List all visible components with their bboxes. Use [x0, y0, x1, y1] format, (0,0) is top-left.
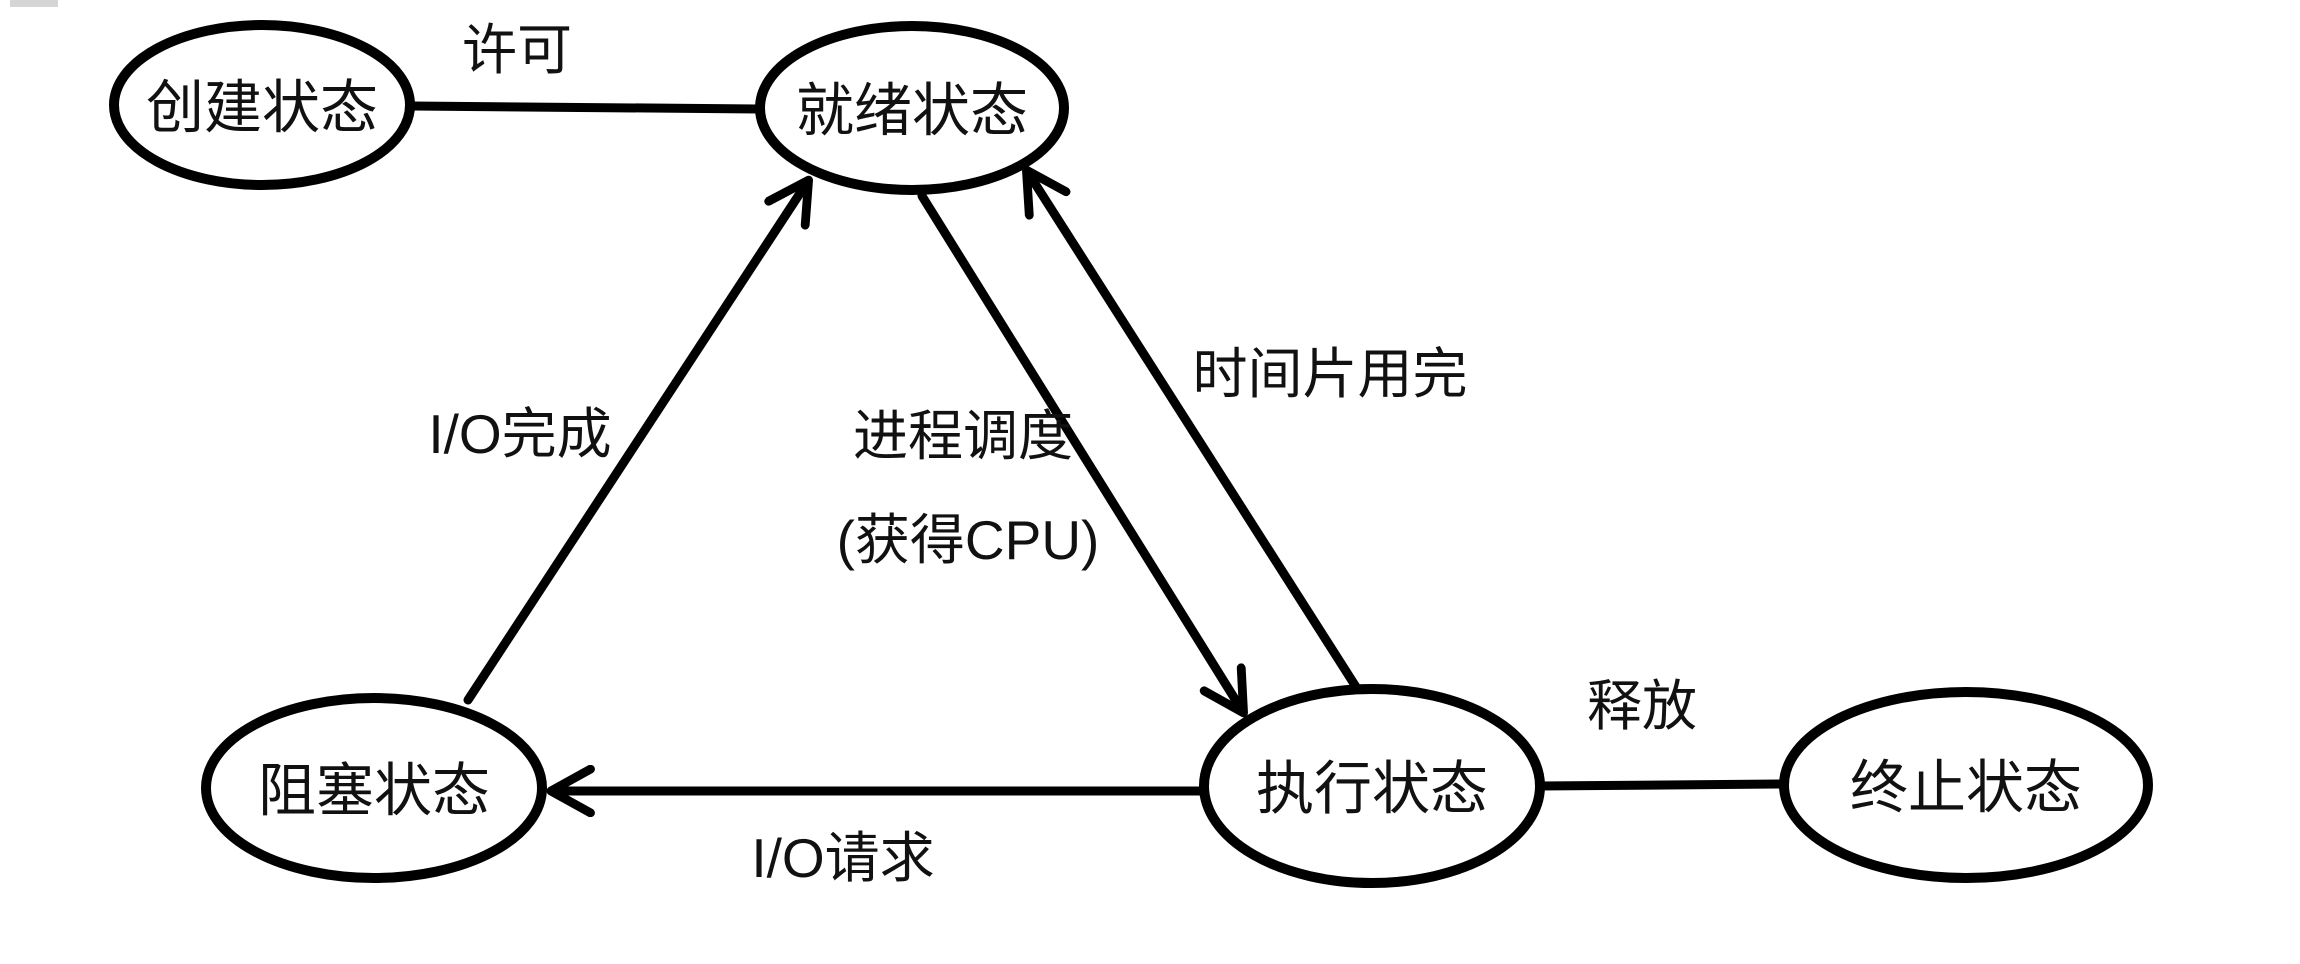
running-state-ellipse	[1199, 684, 1545, 888]
node-running-state: 执行状态	[1199, 684, 1545, 888]
node-blocked-state: 阻塞状态	[201, 693, 547, 883]
terminated-state-label: 终止状态	[1850, 756, 2082, 821]
edge-admit-line	[407, 101, 763, 114]
node-terminated-state: 终止状态	[1779, 687, 2153, 883]
terminated-state-ellipse	[1779, 687, 2153, 883]
edge-schedule-label: 进程调度	[853, 405, 1073, 467]
created-state-ellipse	[109, 20, 415, 190]
node-created-state: 创建状态	[109, 20, 415, 190]
blocked-state-ellipse	[201, 693, 547, 883]
nodes: 创建状态 就绪状态 阻塞状态 执行状态 终止状态	[109, 20, 2153, 888]
edge-timeslice-line	[1027, 171, 1363, 695]
edge-schedule-line	[917, 191, 1243, 712]
ready-state-ellipse	[755, 21, 1069, 195]
edge-schedule-label-line2: (获得CPU)	[837, 509, 1100, 571]
running-state-label: 执行状态	[1256, 757, 1488, 822]
edge-io-complete-line	[463, 181, 808, 705]
edges	[407, 101, 1791, 791]
edge-release-label: 释放	[1587, 675, 1697, 737]
edge-release-line	[1535, 779, 1791, 791]
blocked-state-label: 阻塞状态	[258, 759, 490, 824]
edge-admit-label: 许可	[462, 19, 572, 81]
node-ready-state: 就绪状态	[755, 21, 1069, 195]
scan-artifact	[10, 0, 58, 7]
edge-labels: 许可 I/O完成 进程调度 (获得CPU) 时间片用完 I/O请求 释放	[428, 19, 1697, 889]
ready-state-label: 就绪状态	[796, 79, 1028, 144]
edge-timeslice-label: 时间片用完	[1192, 343, 1467, 405]
created-state-label: 创建状态	[146, 76, 378, 141]
edge-io-complete-label: I/O完成	[428, 403, 611, 465]
edge-io-request-label: I/O请求	[751, 827, 934, 889]
